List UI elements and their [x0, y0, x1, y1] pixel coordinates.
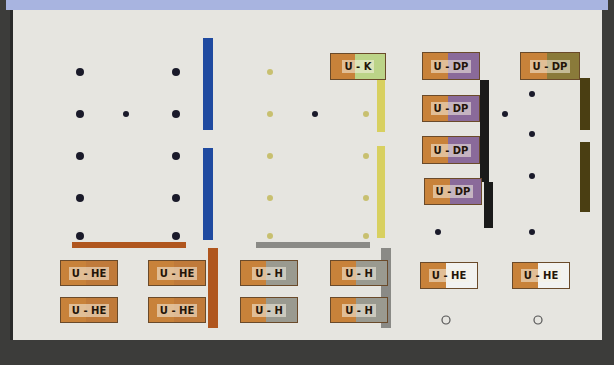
board-panel — [12, 10, 602, 340]
card-text: U - HE — [157, 267, 197, 280]
card-text: U - K — [342, 60, 375, 73]
card-text: U - DP — [530, 60, 571, 73]
label-card: U - HE — [60, 297, 118, 323]
label-card: U - K — [330, 53, 386, 80]
label-card: U - H — [240, 297, 298, 323]
label-card: U - HE — [420, 262, 478, 289]
card-text: U - HE — [157, 304, 197, 317]
card-text: U - H — [252, 304, 286, 317]
terminal-dots — [76, 68, 535, 240]
label-card: U - HE — [148, 297, 206, 323]
card-text: U - HE — [69, 267, 109, 280]
card-text: U - H — [252, 267, 286, 280]
panel-edge — [10, 10, 13, 340]
card-text: U - HE — [429, 269, 469, 282]
card-text: U - HE — [69, 304, 109, 317]
card-text: U - DP — [431, 102, 472, 115]
label-card: U - HE — [60, 260, 118, 286]
label-card: U - H — [330, 297, 388, 323]
ring-terminals — [442, 316, 542, 324]
label-card: U - H — [240, 260, 298, 286]
card-text: U - H — [342, 304, 376, 317]
label-card: U - DP — [422, 95, 480, 122]
label-card: U - DP — [424, 178, 482, 205]
label-card: U - DP — [422, 52, 480, 80]
label-card: U - HE — [148, 260, 206, 286]
top-edge — [6, 0, 608, 10]
label-card: U - H — [330, 260, 388, 286]
card-text: U - DP — [431, 60, 472, 73]
color-bars — [72, 38, 590, 328]
label-card: U - HE — [512, 262, 570, 289]
card-text: U - DP — [433, 185, 474, 198]
small-terminals — [267, 69, 369, 239]
card-text: U - H — [342, 267, 376, 280]
label-card: U - DP — [422, 136, 480, 164]
card-text: U - HE — [521, 269, 561, 282]
label-card: U - DP — [520, 52, 580, 80]
card-text: U - DP — [431, 144, 472, 157]
